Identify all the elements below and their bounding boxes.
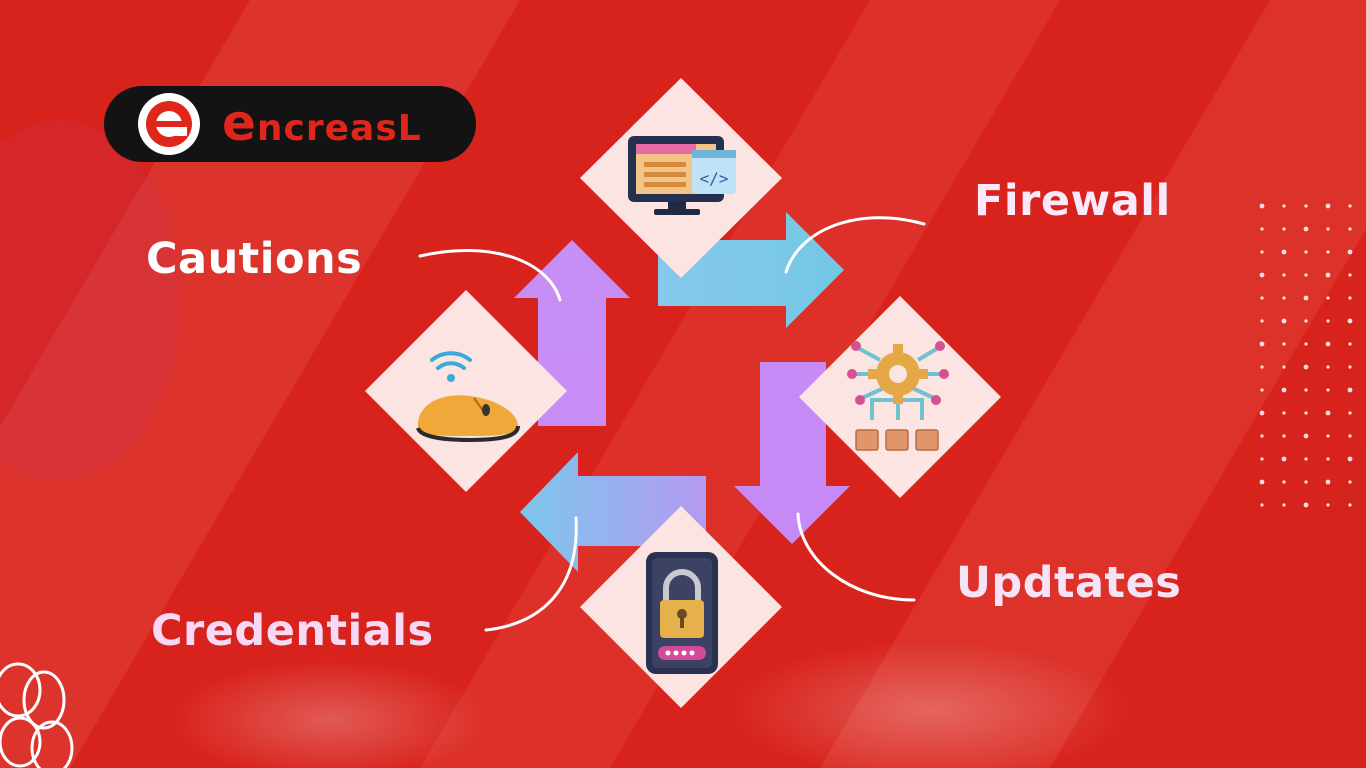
- pattern-dot: [1304, 457, 1308, 461]
- wifi-mouse-icon: [416, 351, 520, 443]
- label-firewall: Firewall: [974, 176, 1171, 226]
- pattern-dot: [1348, 503, 1352, 507]
- connector-updtates: [796, 512, 916, 602]
- pattern-dot: [1325, 272, 1331, 278]
- svg-text:</>: </>: [700, 169, 729, 188]
- pattern-dot: [1326, 503, 1330, 507]
- network-gear-icon: [847, 341, 949, 451]
- pattern-dot: [1326, 457, 1330, 461]
- connector-firewall: [784, 216, 926, 274]
- pattern-dot: [1325, 341, 1331, 347]
- pattern-dot: [1304, 342, 1308, 346]
- pattern-dot: [1347, 387, 1353, 393]
- pattern-dot: [1260, 457, 1264, 461]
- pattern-dot: [1326, 296, 1330, 300]
- connector-curves: [418, 216, 926, 632]
- pattern-dot: [1282, 342, 1286, 346]
- phone-lock-icon: [646, 552, 718, 674]
- computer-code-icon: </>: [628, 136, 736, 215]
- pattern-dot: [1326, 319, 1330, 323]
- pattern-dot: [1282, 365, 1286, 369]
- pattern-dot: [1326, 434, 1330, 438]
- tile-left[interactable]: [365, 290, 567, 492]
- connector-credentials: [484, 516, 578, 632]
- pattern-dot: [1259, 272, 1265, 278]
- pattern-dot: [1347, 456, 1353, 462]
- pattern-dot: [1303, 226, 1309, 232]
- e-logo-icon: [146, 101, 192, 147]
- pattern-dot: [1348, 227, 1352, 231]
- pattern-dot: [1326, 250, 1330, 254]
- pattern-dot: [1325, 203, 1331, 209]
- pattern-dot: [1304, 250, 1308, 254]
- pattern-dot: [1259, 203, 1265, 209]
- pattern-dot: [1348, 434, 1352, 438]
- pattern-dot: [1347, 318, 1353, 324]
- pattern-dot: [1348, 411, 1352, 415]
- pattern-dot: [1259, 410, 1265, 416]
- pattern-dot: [1303, 295, 1309, 301]
- pattern-dot: [1260, 250, 1264, 254]
- pattern-dot: [1282, 411, 1286, 415]
- pattern-dot: [1348, 204, 1352, 208]
- brand-logo-mark: [138, 93, 200, 155]
- pattern-dot: [1260, 319, 1264, 323]
- pattern-dot: [1282, 503, 1286, 507]
- pattern-dot: [1326, 388, 1330, 392]
- pattern-dot: [1303, 364, 1309, 370]
- pattern-dot: [1304, 411, 1308, 415]
- pattern-dot: [1282, 296, 1286, 300]
- pattern-dot: [1348, 342, 1352, 346]
- pattern-dot: [1347, 249, 1353, 255]
- pattern-dot: [1260, 388, 1264, 392]
- pattern-dot: [1281, 456, 1287, 462]
- pattern-dot: [1304, 273, 1308, 277]
- pattern-dot: [1282, 227, 1286, 231]
- pattern-dot: [1348, 365, 1352, 369]
- pattern-dot: [1304, 480, 1308, 484]
- pattern-dot: [1304, 319, 1308, 323]
- label-cautions: Cautions: [146, 234, 363, 284]
- label-updtates: Updtates: [956, 558, 1182, 608]
- pattern-dot: [1282, 273, 1286, 277]
- pattern-dot: [1259, 341, 1265, 347]
- pattern-dot: [1325, 410, 1331, 416]
- brand-name: encreasL: [222, 94, 422, 152]
- brand-wordmark: ncreasL: [256, 108, 422, 149]
- pattern-dot: [1260, 227, 1264, 231]
- pattern-dot: [1282, 480, 1286, 484]
- pattern-dot: [1303, 433, 1309, 439]
- pattern-dot: [1304, 204, 1308, 208]
- pattern-dot: [1281, 387, 1287, 393]
- pattern-dot: [1326, 227, 1330, 231]
- pattern-dot: [1326, 365, 1330, 369]
- connector-cautions: [418, 249, 562, 302]
- pattern-dot: [1348, 296, 1352, 300]
- pattern-dot: [1304, 388, 1308, 392]
- pattern-dot: [1325, 479, 1331, 485]
- pattern-dot: [1259, 479, 1265, 485]
- brand-letter: e: [222, 94, 257, 152]
- pattern-dot: [1282, 204, 1286, 208]
- brand-logo[interactable]: encreasL: [104, 86, 476, 162]
- pattern-dot: [1303, 502, 1309, 508]
- pattern-dot: [1281, 318, 1287, 324]
- pattern-dot: [1260, 503, 1264, 507]
- pattern-dot: [1260, 434, 1264, 438]
- pattern-dot: [1282, 434, 1286, 438]
- pattern-dot: [1348, 273, 1352, 277]
- label-credentials: Credentials: [151, 606, 434, 656]
- pattern-dot: [1260, 365, 1264, 369]
- pattern-dot: [1260, 296, 1264, 300]
- pattern-dot: [1348, 480, 1352, 484]
- pattern-dot: [1281, 249, 1287, 255]
